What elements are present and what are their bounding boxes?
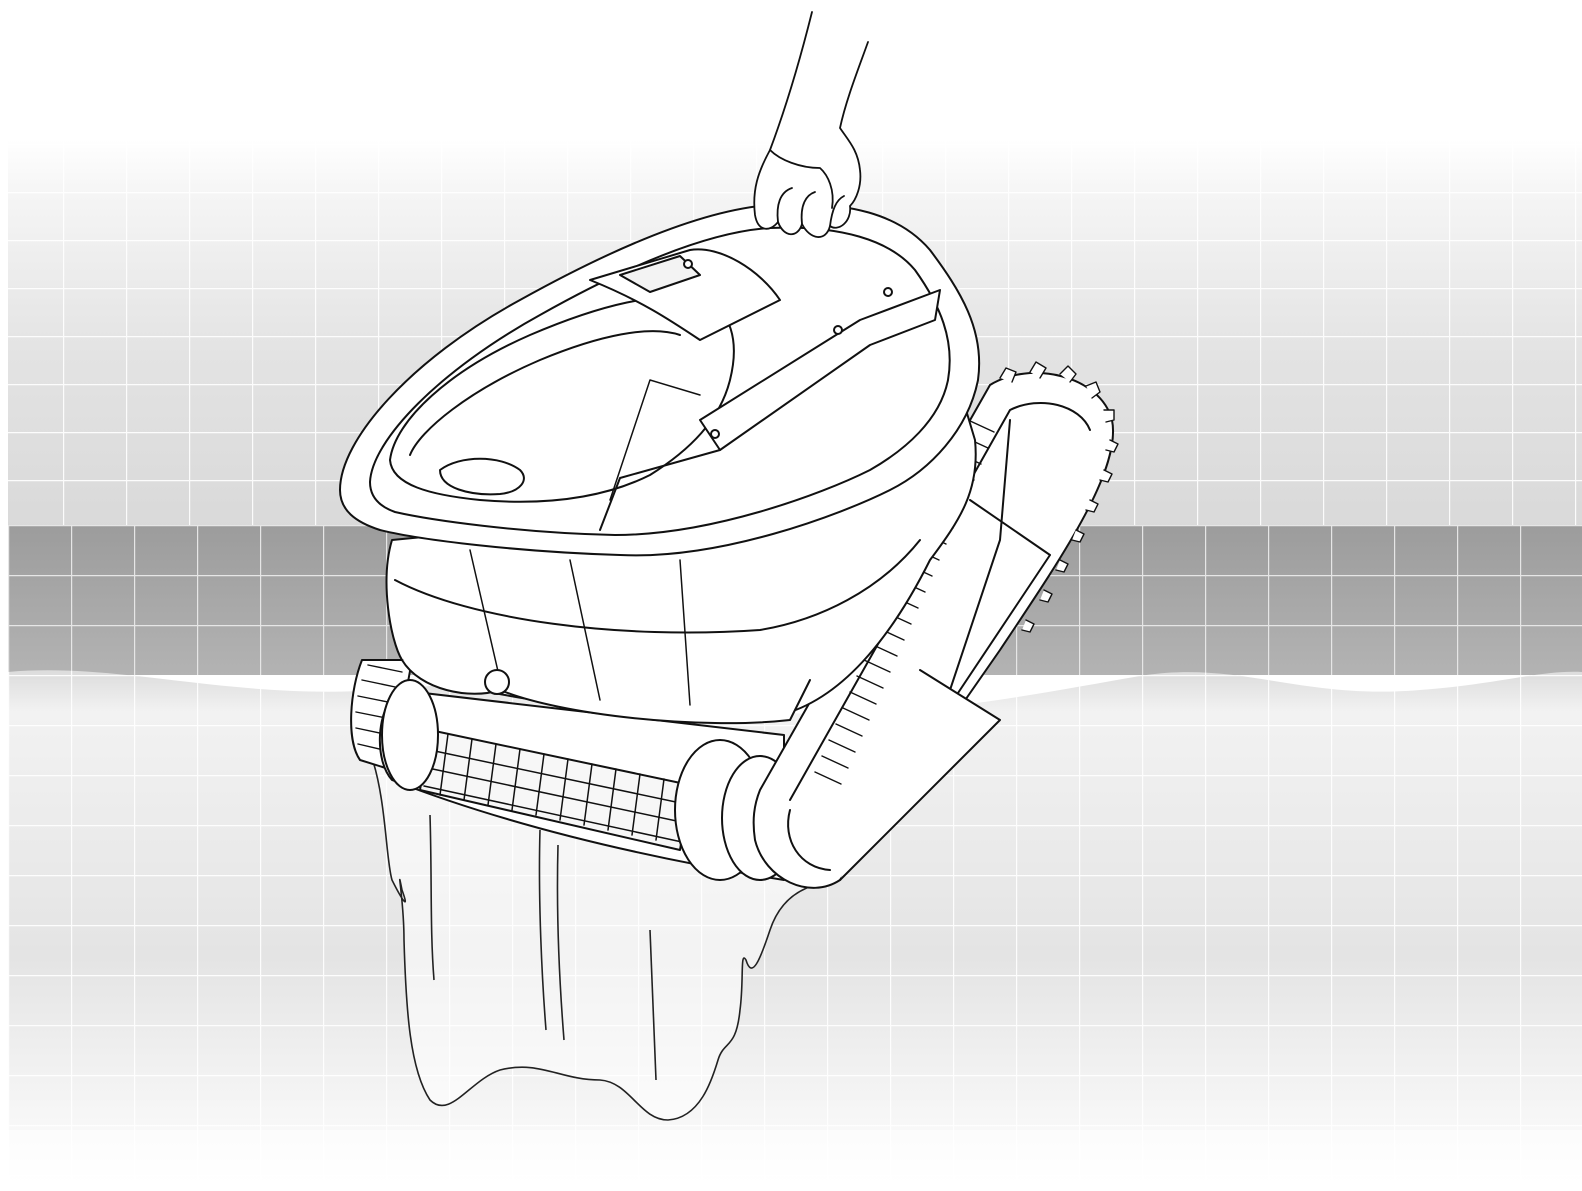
water-drip-icon (370, 756, 815, 1121)
hand-icon (753, 11, 869, 238)
pool-cleaner-robot-icon (339, 203, 1119, 889)
